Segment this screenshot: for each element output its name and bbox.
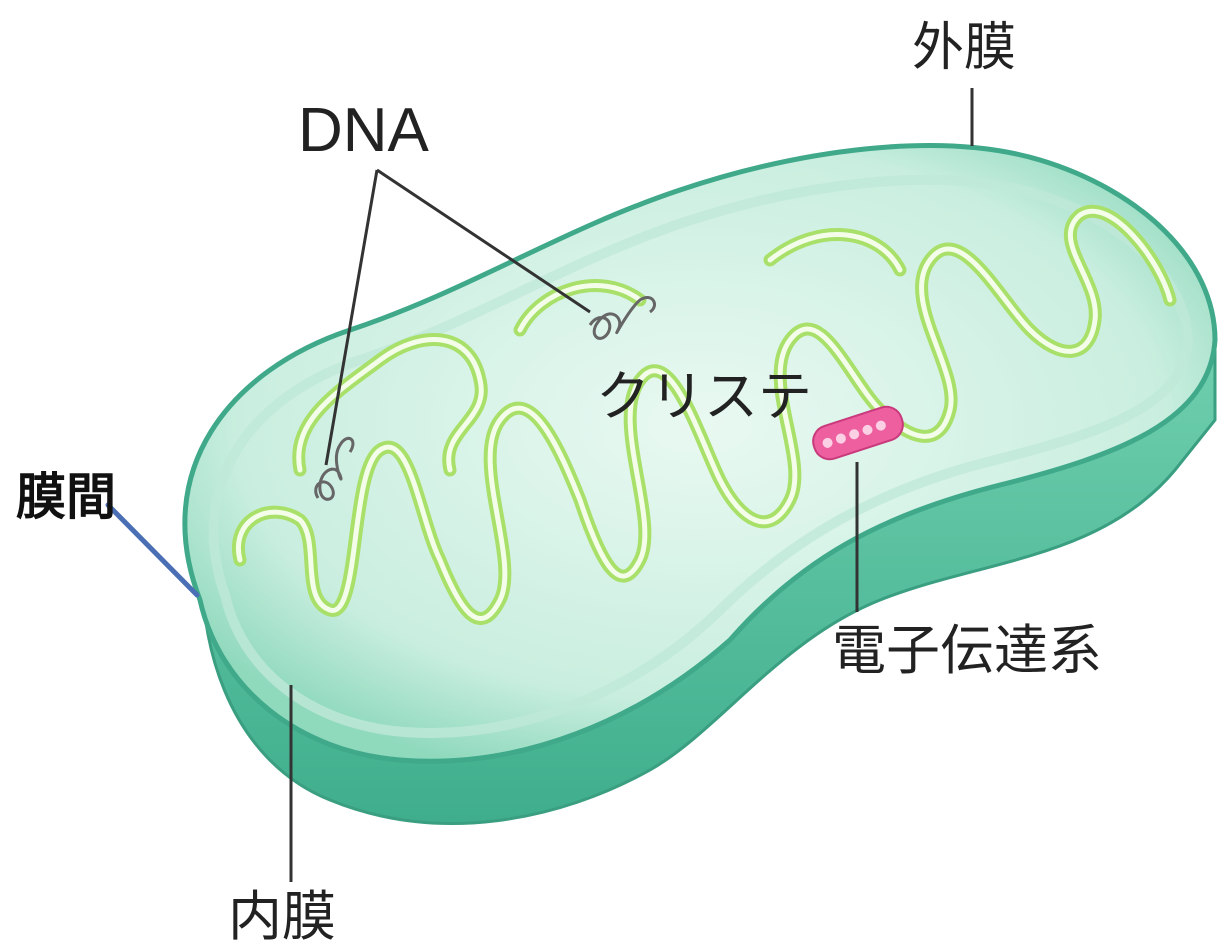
inner-membrane-label: 内膜 <box>228 890 336 944</box>
electron-transport-chain-label: 電子伝達系 <box>832 624 1102 678</box>
outer-membrane-label: 外膜 <box>912 22 1016 74</box>
cristae-label: クリステ <box>596 370 812 424</box>
dna-label: DNA <box>298 100 429 162</box>
intermembrane-space-label: 膜間 <box>16 472 116 522</box>
